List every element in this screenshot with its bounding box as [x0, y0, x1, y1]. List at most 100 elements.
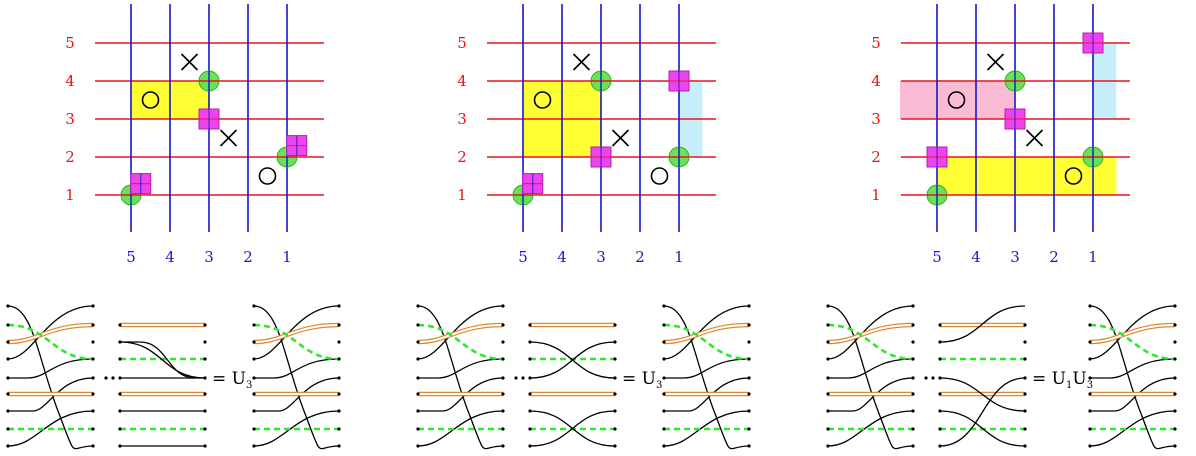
magenta-square-icon [1082, 32, 1104, 54]
endpoint-dot [1023, 409, 1027, 413]
endpoint-dot [416, 323, 420, 327]
row-label: 4 [871, 72, 881, 90]
green-dot-icon [1004, 70, 1026, 92]
endpoint-dot [1173, 340, 1177, 344]
endpoint-dot [1173, 444, 1177, 448]
endpoint-dot [203, 392, 207, 396]
endpoint-dot [1173, 357, 1177, 361]
equation-label: = U3 [212, 369, 252, 391]
endpoint-dot [252, 340, 256, 344]
column-label: 3 [1010, 248, 1020, 266]
column-label: 5 [932, 248, 942, 266]
orange-strand-inner [417, 324, 504, 343]
endpoint-dot [1088, 427, 1092, 431]
green-dot-icon [1082, 146, 1104, 168]
endpoint-dot [337, 376, 341, 380]
endpoint-dot [747, 427, 751, 431]
endpoint-dot [501, 409, 505, 413]
magenta-square-icon [130, 173, 152, 195]
endpoint-dot [252, 304, 256, 308]
endpoint-dot [938, 392, 942, 396]
black-strand [1089, 305, 1176, 450]
endpoint-dot [528, 340, 532, 344]
endpoint-dot [1088, 444, 1092, 448]
endpoint-dot [1088, 340, 1092, 344]
endpoint-dot [203, 409, 207, 413]
endpoint-dot [203, 340, 207, 344]
endpoint-dot [747, 357, 751, 361]
black-strand [939, 377, 1026, 412]
orange-strand-inner [827, 324, 914, 343]
green-dashed-strand [663, 323, 750, 361]
endpoint-dot [501, 304, 505, 308]
endpoint-dot [662, 340, 666, 344]
endpoint-dot [1023, 376, 1027, 380]
endpoint-dot [528, 427, 532, 431]
endpoint-dot [203, 376, 207, 380]
endpoint-dot [501, 323, 505, 327]
endpoint-dot [118, 392, 122, 396]
cross-icon [986, 53, 1005, 71]
row-label: 2 [457, 148, 467, 166]
endpoint-dot [747, 392, 751, 396]
endpoint-dot [528, 323, 532, 327]
braid-group-3: = U1U3 [826, 304, 1177, 450]
black-strand [417, 410, 504, 447]
cross-icon [1025, 129, 1044, 147]
endpoint-dot [416, 427, 420, 431]
separator-dot [104, 376, 108, 380]
magenta-square-icon [198, 108, 220, 130]
endpoint-dot [501, 427, 505, 431]
endpoint-dot [938, 340, 942, 344]
endpoint-dot [613, 427, 617, 431]
row-label: 3 [871, 110, 881, 128]
black-strand [120, 341, 196, 379]
green-dashed-strand [827, 323, 914, 361]
separator-dot [924, 376, 928, 380]
endpoint-dot [1088, 323, 1092, 327]
endpoint-dot [1173, 304, 1177, 308]
endpoint-dot [938, 444, 942, 448]
green-dot-icon [198, 70, 220, 92]
endpoint-dot [528, 392, 532, 396]
black-strand [8, 358, 94, 379]
endpoint-dot [911, 409, 915, 413]
row-label: 1 [871, 186, 881, 204]
orange-strand-inner [663, 324, 750, 343]
endpoint-dot [252, 409, 256, 413]
endpoint-dot [662, 376, 666, 380]
circle-icon [533, 91, 552, 109]
endpoint-dot [337, 323, 341, 327]
row-label: 3 [65, 110, 75, 128]
row-label: 5 [457, 34, 467, 52]
endpoint-dot [416, 409, 420, 413]
row-label: 1 [457, 186, 467, 204]
endpoint-dot [91, 304, 95, 308]
endpoint-dot [613, 340, 617, 344]
endpoint-dot [747, 409, 751, 413]
endpoint-dot [613, 409, 617, 413]
endpoint-dot [1023, 427, 1027, 431]
endpoint-dot [911, 376, 915, 380]
endpoint-dot [747, 323, 751, 327]
endpoint-dot [662, 357, 666, 361]
endpoint-dot [337, 357, 341, 361]
endpoint-dot [118, 357, 122, 361]
endpoint-dot [662, 392, 666, 396]
braid-diagrams: = U3= U3= U1U3 [6, 304, 1177, 450]
magenta-square-icon [590, 146, 612, 168]
black-strand [119, 341, 206, 379]
circle-icon [258, 167, 277, 185]
black-strand [417, 305, 504, 450]
endpoint-dot [938, 427, 942, 431]
orange-strand-inner [7, 324, 94, 343]
green-dashed-strand [253, 323, 340, 361]
row-label: 1 [65, 186, 75, 204]
green-dot-icon [590, 70, 612, 92]
black-strand [1089, 410, 1176, 447]
black-strand [664, 358, 750, 379]
endpoint-dot [6, 357, 10, 361]
black-strand [827, 410, 914, 447]
separator-dot [514, 376, 518, 380]
